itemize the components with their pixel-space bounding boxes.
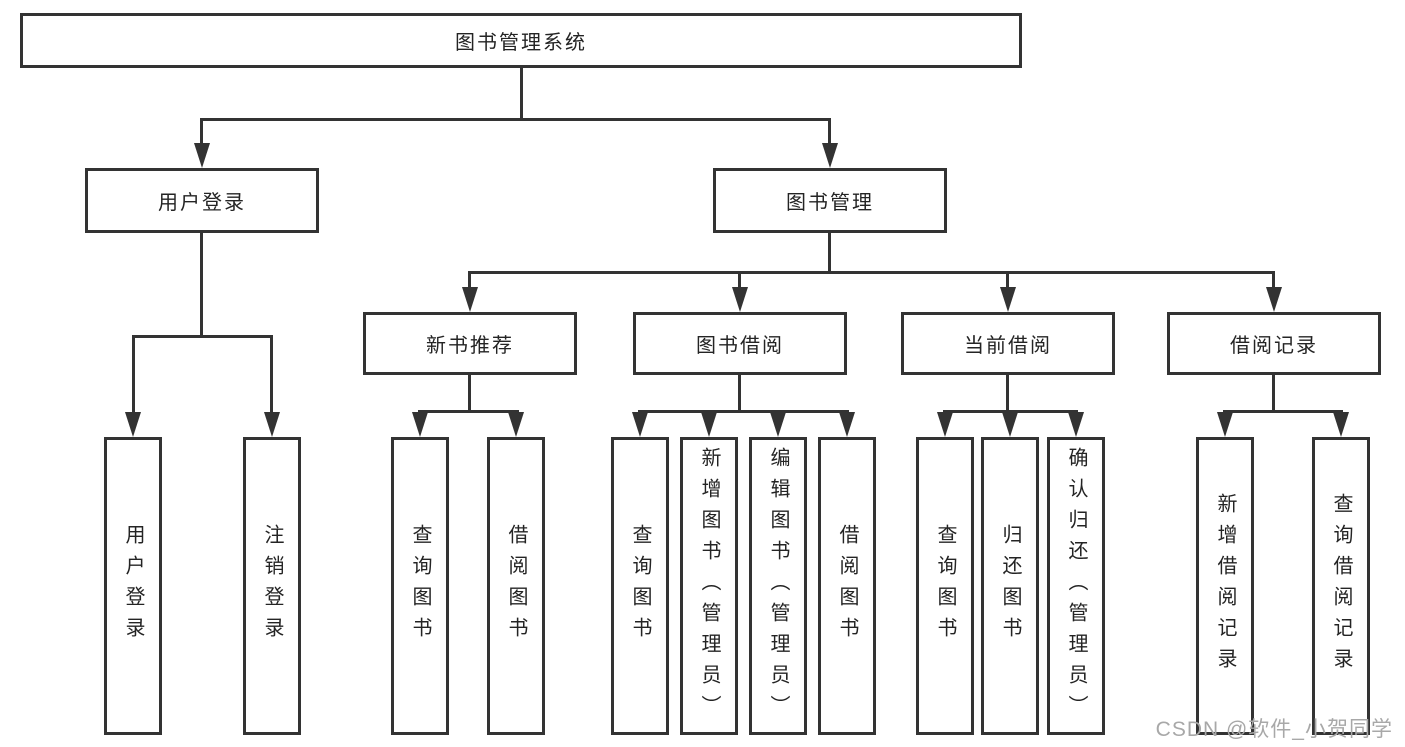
arrow-down-icon	[194, 143, 210, 168]
arrow-down-icon	[822, 143, 838, 168]
arrow-down-icon	[1217, 412, 1233, 437]
node-confirm-return-admin-label: 确认归还（管理员）	[1065, 446, 1087, 726]
connector-vline	[200, 233, 203, 335]
node-new-book-recommend: 新书推荐	[363, 312, 577, 375]
connector-hline	[1223, 410, 1343, 413]
node-book-management-label: 图书管理	[786, 192, 874, 214]
connector-hline	[418, 410, 519, 413]
node-return-book: 归还图书	[981, 437, 1039, 735]
node-borrowing-records: 借阅记录	[1167, 312, 1381, 375]
node-book-borrowing-label: 图书借阅	[696, 335, 784, 357]
node-query-books-recommend-label: 查询图书	[409, 524, 431, 648]
node-edit-book-admin-label: 编辑图书（管理员）	[767, 446, 789, 726]
connector-vline	[828, 233, 831, 271]
node-add-book-admin: 新增图书（管理员）	[680, 437, 738, 735]
connector-vline	[132, 335, 135, 415]
connector-hline	[200, 118, 831, 121]
arrow-down-icon	[937, 412, 953, 437]
node-book-borrowing: 图书借阅	[633, 312, 847, 375]
connector-vline	[200, 118, 203, 146]
connector-vline	[468, 375, 471, 410]
node-user-login-label: 用户登录	[158, 192, 246, 214]
arrow-down-icon	[732, 287, 748, 312]
connector-vline	[1272, 271, 1275, 291]
node-query-borrow-record-label: 查询借阅记录	[1330, 493, 1352, 679]
connector-vline	[1272, 375, 1275, 410]
node-borrow-books-recommend-label: 借阅图书	[505, 524, 527, 648]
arrow-down-icon	[508, 412, 524, 437]
arrow-down-icon	[1333, 412, 1349, 437]
node-query-books-current: 查询图书	[916, 437, 974, 735]
connector-vline	[270, 335, 273, 415]
node-query-books-borrowing-label: 查询图书	[629, 524, 651, 648]
connector-vline	[1006, 271, 1009, 291]
node-book-management: 图书管理	[713, 168, 947, 233]
connector-vline	[738, 271, 741, 291]
node-user-login-leaf-label: 用户登录	[122, 524, 144, 648]
arrow-down-icon	[1002, 412, 1018, 437]
node-edit-book-admin: 编辑图书（管理员）	[749, 437, 807, 735]
arrow-down-icon	[462, 287, 478, 312]
connector-vline	[1006, 375, 1009, 410]
node-current-borrowing-label: 当前借阅	[964, 335, 1052, 357]
node-add-borrow-record: 新增借阅记录	[1196, 437, 1254, 735]
arrow-down-icon	[1000, 287, 1016, 312]
connector-vline	[828, 118, 831, 146]
connector-hline	[943, 410, 1078, 413]
node-user-login-leaf: 用户登录	[104, 437, 162, 735]
node-new-book-recommend-label: 新书推荐	[426, 335, 514, 357]
arrow-down-icon	[125, 412, 141, 437]
arrow-down-icon	[839, 412, 855, 437]
node-logout-label: 注销登录	[261, 524, 283, 648]
node-user-login: 用户登录	[85, 168, 319, 233]
arrow-down-icon	[412, 412, 428, 437]
node-confirm-return-admin: 确认归还（管理员）	[1047, 437, 1105, 735]
node-return-book-label: 归还图书	[999, 524, 1021, 648]
arrow-down-icon	[632, 412, 648, 437]
node-borrow-books-borrowing-label: 借阅图书	[836, 524, 858, 648]
connector-vline	[520, 68, 523, 118]
node-book-management-system-label: 图书管理系统	[455, 32, 587, 54]
connector-vline	[738, 375, 741, 410]
node-logout: 注销登录	[243, 437, 301, 735]
node-book-management-system: 图书管理系统	[20, 13, 1022, 68]
arrow-down-icon	[264, 412, 280, 437]
node-add-borrow-record-label: 新增借阅记录	[1214, 493, 1236, 679]
connector-hline	[132, 335, 273, 338]
node-borrowing-records-label: 借阅记录	[1230, 335, 1318, 357]
node-query-books-borrowing: 查询图书	[611, 437, 669, 735]
node-query-borrow-record: 查询借阅记录	[1312, 437, 1370, 735]
connector-hline	[468, 271, 1275, 274]
node-add-book-admin-label: 新增图书（管理员）	[698, 446, 720, 726]
watermark: CSDN @软件_小贺同学	[1155, 718, 1393, 741]
connector-vline	[468, 271, 471, 291]
node-current-borrowing: 当前借阅	[901, 312, 1115, 375]
connector-hline	[638, 410, 849, 413]
node-borrow-books-recommend: 借阅图书	[487, 437, 545, 735]
node-query-books-current-label: 查询图书	[934, 524, 956, 648]
node-borrow-books-borrowing: 借阅图书	[818, 437, 876, 735]
arrow-down-icon	[1068, 412, 1084, 437]
node-query-books-recommend: 查询图书	[391, 437, 449, 735]
arrow-down-icon	[770, 412, 786, 437]
arrow-down-icon	[701, 412, 717, 437]
arrow-down-icon	[1266, 287, 1282, 312]
